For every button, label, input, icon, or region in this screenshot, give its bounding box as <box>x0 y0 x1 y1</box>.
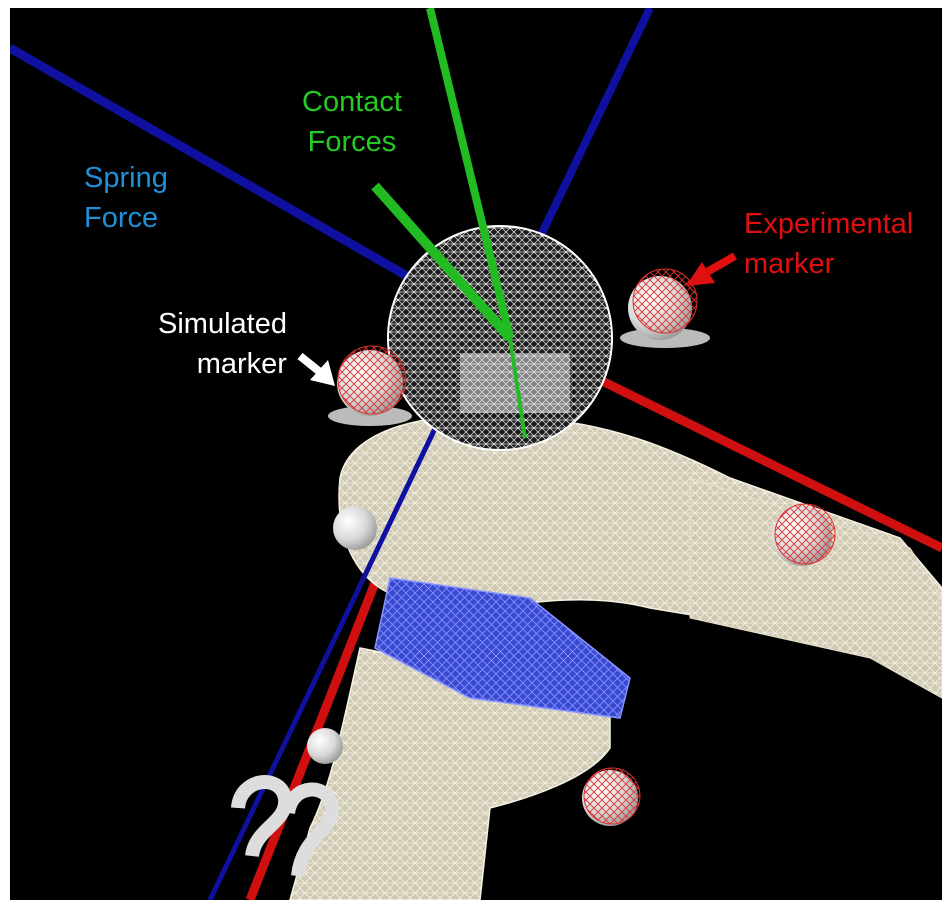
contact-forces-label: Contact Forces <box>302 82 402 162</box>
visualization-canvas: Contact Forces Spring Force Experimental… <box>10 8 942 900</box>
spring-force-label: Spring Force <box>84 158 168 238</box>
simulated-marker-label: Simulated marker <box>158 304 287 384</box>
experimental-marker-label: Experimental marker <box>744 204 913 284</box>
experimental-marker-label-line2: marker <box>744 244 913 284</box>
simulated-marker-label-line1: Simulated <box>158 304 287 344</box>
spring-force-label-line1: Spring <box>84 158 168 198</box>
femoral-head-sphere <box>388 226 612 450</box>
spring-force-label-line2: Force <box>84 198 168 238</box>
simulated-marker-label-line2: marker <box>158 344 287 384</box>
knee-model-render <box>10 8 942 900</box>
contact-forces-label-line2: Forces <box>302 122 402 162</box>
contact-forces-label-line1: Contact <box>302 82 402 122</box>
experimental-marker-label-line1: Experimental <box>744 204 913 244</box>
